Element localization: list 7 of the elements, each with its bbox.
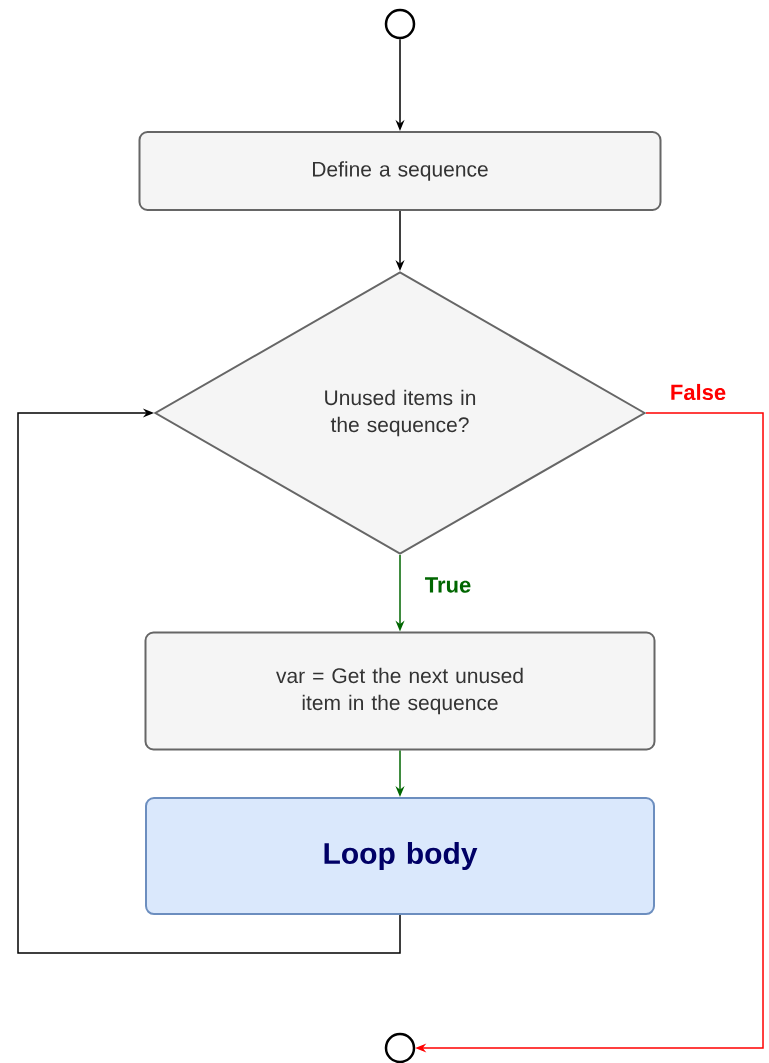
edge-label: False bbox=[668, 382, 728, 402]
process-box: Define a sequence bbox=[138, 131, 662, 211]
arrow bbox=[17, 408, 401, 954]
start-circle bbox=[384, 8, 416, 40]
edge-label: True bbox=[423, 576, 473, 594]
loop-body-box: Loop body bbox=[145, 797, 655, 915]
process-box: var = Get the next unused item in the sequence bbox=[144, 631, 656, 751]
